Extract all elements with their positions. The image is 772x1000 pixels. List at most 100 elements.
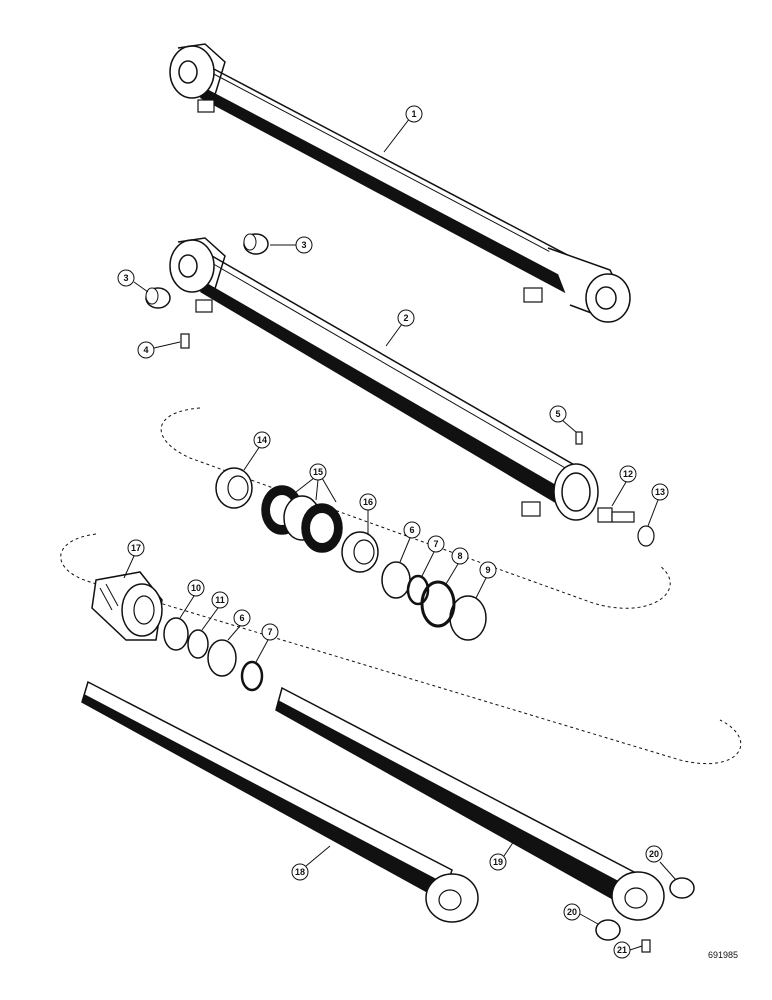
callout-circle-7a	[427, 535, 445, 553]
bushing-3a	[243, 233, 269, 255]
leader-14	[243, 445, 261, 471]
washer-13	[637, 525, 655, 547]
callout-circle-3b	[117, 269, 135, 287]
leader-21	[629, 945, 643, 951]
fitting-5	[575, 431, 583, 445]
callout-20b: 20	[567, 907, 577, 917]
callout-circle-2	[397, 309, 415, 327]
o-ring-8	[420, 580, 456, 628]
callout-circle-18	[291, 863, 309, 881]
cylinder-assembly-1	[169, 43, 631, 323]
callout-circle-7b	[261, 623, 279, 641]
leader-13	[647, 499, 659, 527]
callout-7a: 7	[433, 539, 438, 549]
leader-1	[383, 117, 411, 153]
callout-21: 21	[617, 945, 627, 955]
piston-rod-19	[275, 686, 665, 921]
bolt-12	[597, 507, 635, 523]
callout-6a: 6	[409, 525, 414, 535]
callout-circle-19	[489, 853, 507, 871]
leader-17	[123, 555, 135, 579]
callout-17: 17	[131, 543, 141, 553]
o-ring-7a	[406, 574, 430, 606]
leader-19	[503, 837, 517, 857]
callout-circle-4	[137, 341, 155, 359]
callout-circle-13	[651, 483, 669, 501]
leader-12	[611, 481, 627, 507]
leader-8	[445, 563, 459, 585]
grease-fitting-4	[180, 333, 190, 349]
gland-17	[91, 571, 163, 641]
group-outline-lower	[60, 533, 742, 765]
callout-circle-21	[613, 941, 631, 959]
leader-15c	[321, 477, 337, 503]
leader-11	[201, 607, 219, 631]
callout-circle-3a	[295, 236, 313, 254]
callout-circle-6a	[403, 521, 421, 539]
piston-14	[215, 467, 253, 509]
o-ring-7b	[240, 660, 264, 692]
leader-15a	[295, 477, 315, 493]
wear-ring-6a	[381, 561, 411, 599]
callout-circle-17	[127, 539, 145, 557]
callout-circle-12	[619, 465, 637, 483]
leader-20b	[579, 913, 599, 925]
callout-4: 4	[143, 345, 148, 355]
callout-2: 2	[403, 313, 408, 323]
bushing-20b	[595, 919, 621, 941]
callout-18: 18	[295, 867, 305, 877]
leader-5	[561, 419, 577, 433]
callout-14: 14	[257, 435, 267, 445]
leader-15b	[315, 479, 319, 501]
callout-16: 16	[363, 497, 373, 507]
callout-11: 11	[215, 595, 225, 605]
callout-15: 15	[313, 467, 323, 477]
callout-circle-9	[479, 561, 497, 579]
reference-number: 691985	[708, 950, 738, 960]
callout-circle-1	[405, 105, 423, 123]
callout-circle-10	[187, 579, 205, 597]
leader-10	[179, 595, 195, 619]
wiper-10	[163, 617, 189, 651]
wear-ring-6b	[207, 639, 237, 677]
bushing-3b	[145, 287, 171, 309]
leader-18	[305, 845, 331, 867]
cylinder-barrel-2	[169, 237, 599, 521]
leader-20a	[659, 861, 677, 881]
callout-circle-6b	[233, 609, 251, 627]
leader-9	[475, 577, 487, 599]
callout-circle-20b	[563, 903, 581, 921]
seal-kit-15	[261, 485, 343, 553]
callout-13: 13	[655, 487, 665, 497]
callout-19: 19	[493, 857, 503, 867]
leader-3b	[133, 281, 149, 293]
callout-circle-14	[253, 431, 271, 449]
callout-circle-11	[211, 591, 229, 609]
callout-circle-16	[359, 493, 377, 511]
leader-4	[153, 341, 181, 349]
leader-6a	[399, 537, 411, 563]
callout-12: 12	[623, 469, 633, 479]
callout-10: 10	[191, 583, 201, 593]
callout-5: 5	[555, 409, 560, 419]
retainer-16	[341, 531, 379, 573]
group-outline-upper	[160, 407, 671, 609]
leader-2	[385, 323, 403, 347]
grease-fitting-21	[641, 939, 651, 953]
callout-7b: 7	[267, 627, 272, 637]
piston-rod-18	[81, 680, 479, 923]
seal-11	[187, 629, 209, 659]
bushing-20a	[669, 877, 695, 899]
callout-circle-15	[309, 463, 327, 481]
callout-8: 8	[457, 551, 462, 561]
callout-circle-5	[549, 405, 567, 423]
leader-7b	[255, 639, 269, 663]
leader-7a	[421, 551, 435, 577]
callout-3a: 3	[301, 240, 306, 250]
callout-1: 1	[411, 109, 416, 119]
backup-ring-9	[449, 595, 487, 641]
leader-6b	[227, 625, 241, 641]
callout-circle-20a	[645, 845, 663, 863]
callout-3b: 3	[123, 273, 128, 283]
callout-6b: 6	[239, 613, 244, 623]
